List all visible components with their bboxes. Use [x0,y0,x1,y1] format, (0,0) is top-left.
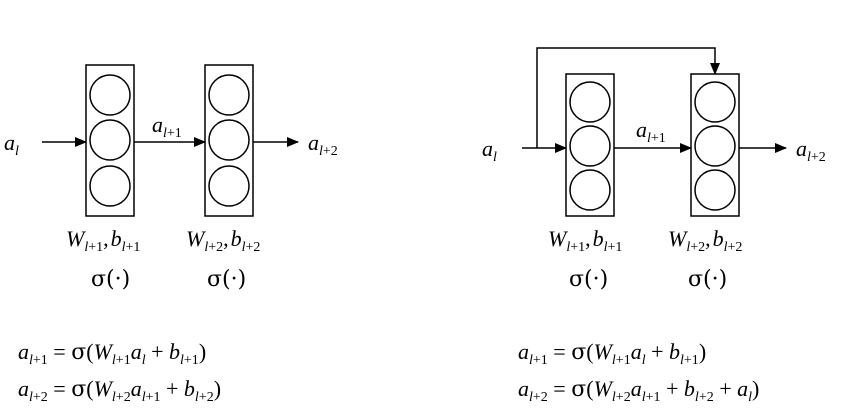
right-layer2-activation: σ(·) [688,267,727,292]
neuron [569,125,611,167]
left-layer2-params: Wl+2,bl+2 [186,226,260,255]
neuron [694,125,736,167]
left-layer1-activation: σ(·) [91,267,130,292]
neuron [208,165,250,207]
neuron [208,119,250,161]
right-input-label: al [482,136,497,165]
right-layer2-box [690,73,740,217]
left-equation-2: al+2 = σ(Wl+2al+1 + bl+2) [18,376,221,405]
neuron [208,74,250,116]
neuron [89,74,131,116]
neuron [694,81,736,123]
right-layer1-activation: σ(·) [569,267,608,292]
left-layer1-params: Wl+1,bl+1 [66,226,140,255]
right-layer1-box [565,73,615,217]
right-equation-2: al+2 = σ(Wl+2al+1 + bl+2 + al) [518,376,759,405]
neuron [89,119,131,161]
neuron [569,169,611,211]
plain-network: al al+1 al+2 Wl+1,bl+1 Wl+2,bl+2 σ(·) σ(… [4,64,338,405]
left-input-label: al [4,130,19,159]
left-layer1-box [85,64,135,217]
right-layer2-params: Wl+2,bl+2 [668,226,742,255]
neuron [694,169,736,211]
left-mid-label: al+1 [152,112,182,141]
left-output-label: al+2 [308,130,338,159]
neuron [569,81,611,123]
left-layer2-box [204,64,254,217]
left-layer2-activation: σ(·) [207,267,246,292]
right-mid-label: al+1 [636,117,666,146]
left-equation-1: al+1 = σ(Wl+1al + bl+1) [18,339,206,368]
right-equation-1: al+1 = σ(Wl+1al + bl+1) [518,339,706,368]
skip-connection-arrow [536,47,720,148]
residual-network: al al+1 al+2 Wl+1,bl+1 Wl+2,bl+2 σ(·) σ(… [482,47,826,405]
right-output-label: al+2 [796,136,826,165]
right-layer1-params: Wl+1,bl+1 [548,226,622,255]
neuron [89,165,131,207]
